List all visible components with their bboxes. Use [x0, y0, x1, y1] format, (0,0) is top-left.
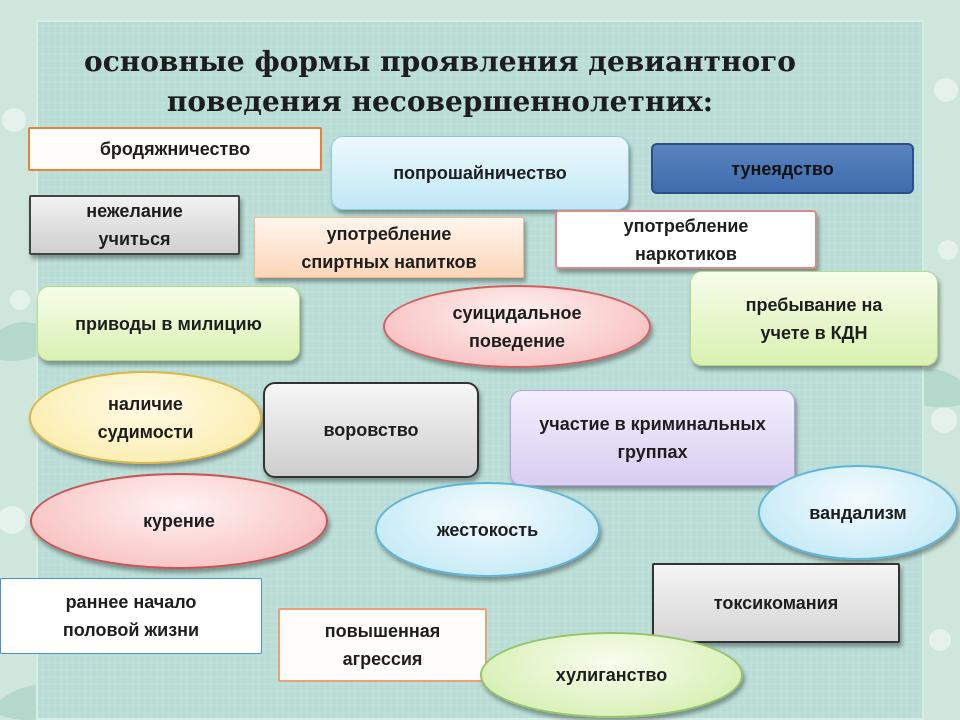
title-line-1: основные формы проявления девиантного	[80, 42, 800, 82]
item-suitsid: суицидальное поведение	[383, 285, 651, 368]
item-poproshaynichestvo: попрошайничество	[331, 136, 629, 210]
item-zhestokost: жестокость	[375, 482, 600, 577]
item-vandalizm: вандализм	[758, 465, 958, 560]
item-vorovstvo: воровство	[263, 382, 479, 478]
item-kdn: пребывание на учете в КДН	[690, 271, 938, 366]
item-privody: приводы в милицию	[37, 286, 300, 361]
title-line-2: поведения несовершеннолетних:	[80, 82, 800, 122]
item-agressiya: повышенная агрессия	[278, 608, 487, 682]
item-kurenie: курение	[30, 473, 328, 569]
item-tuneyadstvo: тунеядство	[651, 143, 914, 194]
item-nezhelanie: нежелание учиться	[29, 195, 240, 255]
page-title: основные формы проявления девиантного по…	[80, 42, 800, 122]
item-polovaya: раннее начало половой жизни	[0, 578, 262, 654]
item-gruppy: участие в криминальных группах	[510, 390, 795, 486]
item-brodyazhnichestvo: бродяжничество	[28, 127, 322, 171]
item-narkotiki: употребление наркотиков	[555, 210, 817, 269]
item-khuliganstvo: хулиганство	[480, 632, 743, 718]
item-spirtnye: употребление спиртных напитков	[254, 217, 524, 278]
item-toksikomaniya: токсикомания	[652, 563, 900, 643]
item-sudimost: наличие судимости	[29, 371, 262, 464]
